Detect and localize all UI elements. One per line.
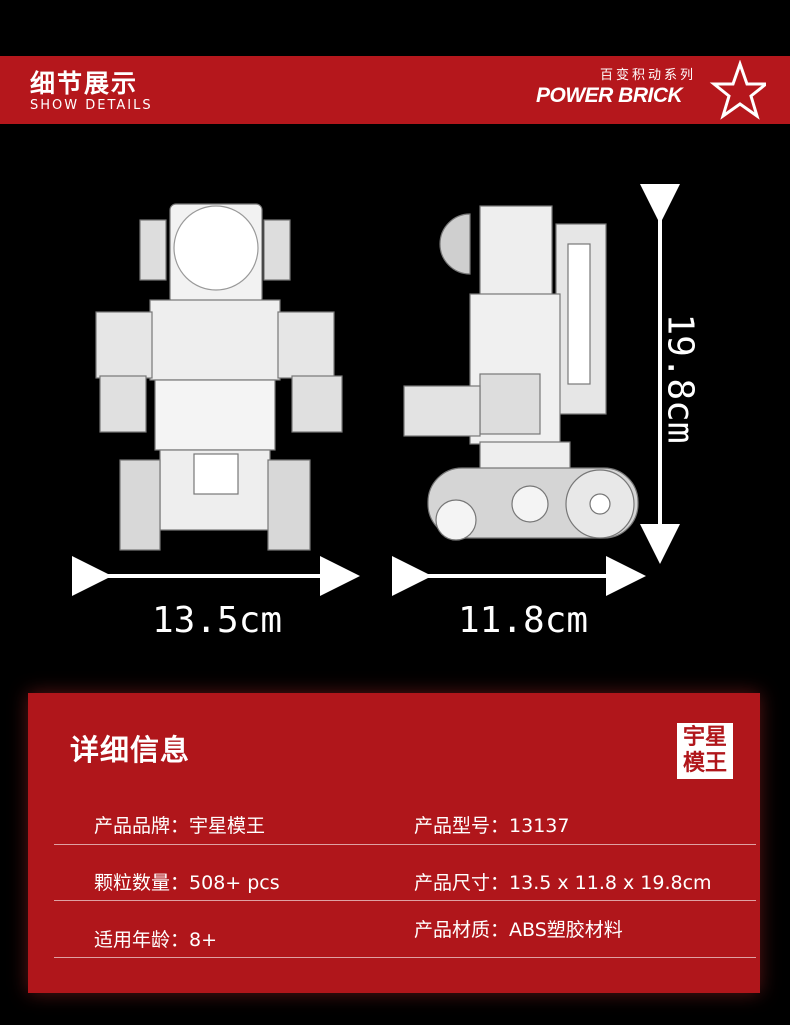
divider [54, 844, 756, 845]
size-row: 产品尺寸：13.5 x 11.8 x 19.8cm [414, 868, 712, 895]
material-label: 产品材质： [414, 919, 510, 941]
details-heading: 详细信息 [70, 733, 191, 767]
section-subtitle: SHOW DETAILS [30, 98, 153, 113]
front-view-robot [95, 203, 343, 551]
brand-logo: POWER BRICK [536, 84, 683, 107]
series-label: 百变积动系列 [599, 68, 696, 83]
product-figures: 13.5cm 11.8cm 19.8cm [0, 124, 790, 684]
model-row: 产品型号：13137 [414, 811, 569, 838]
section-title: 细节展示 [30, 69, 139, 98]
brand-block: 百变积动系列 POWER BRICK [536, 60, 766, 120]
pieces-label: 颗粒数量： [94, 872, 190, 894]
age-value: 8+ [189, 929, 218, 951]
size-value: 13.5 x 11.8 x 19.8cm [509, 872, 712, 894]
height-label: 19.8cm [659, 313, 701, 444]
brand-row: 产品品牌：宇星模王 [94, 811, 265, 838]
size-label: 产品尺寸： [414, 872, 510, 894]
pieces-value: 508+ pcs [189, 872, 280, 894]
brand-label: 产品品牌： [94, 815, 190, 837]
robot-illustrations [72, 184, 680, 596]
material-row: 产品材质：ABS塑胶材料 [414, 915, 623, 942]
star-logo-icon [709, 60, 766, 120]
brand-value: 宇星模王 [189, 815, 266, 837]
front-width-label: 13.5cm [152, 600, 283, 641]
details-card: 详细信息 宇星模王 产品品牌：宇星模王 产品型号：13137 颗粒数量：508+… [28, 693, 760, 993]
divider [54, 957, 756, 958]
divider [54, 900, 756, 901]
age-row: 适用年龄：8+ [94, 925, 217, 952]
pieces-row: 颗粒数量：508+ pcs [94, 868, 280, 895]
model-value: 13137 [509, 815, 570, 837]
header-banner: 细节展示 SHOW DETAILS 百变积动系列 POWER BRICK [0, 56, 790, 124]
age-label: 适用年龄： [94, 929, 190, 951]
model-label: 产品型号： [414, 815, 510, 837]
material-value: ABS塑胶材料 [509, 919, 623, 941]
brand-stamp: 宇星模王 [677, 723, 733, 779]
side-view-robot [403, 205, 639, 541]
side-depth-label: 11.8cm [458, 600, 589, 641]
